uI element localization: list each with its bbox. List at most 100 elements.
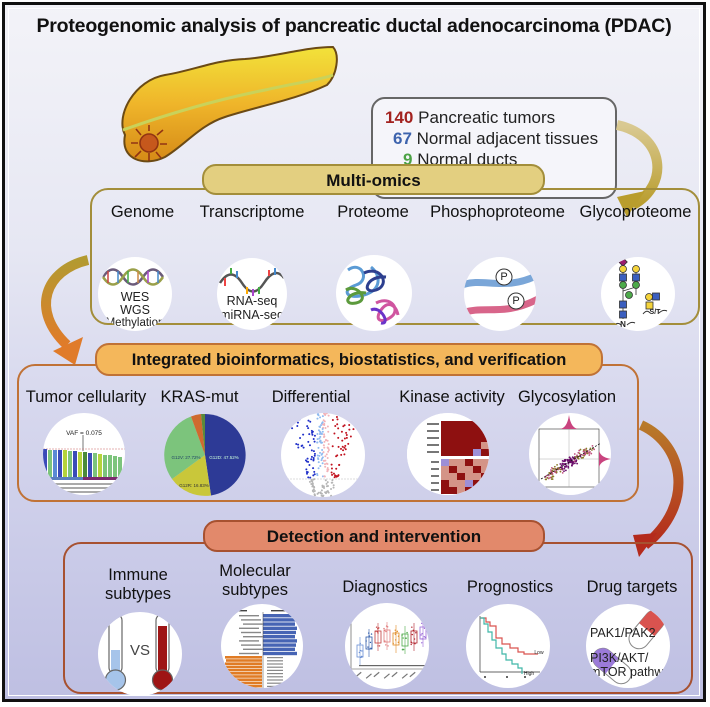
detection-item-molecular-subtypes: Molecular subtypes	[205, 562, 305, 600]
nat-count: 67	[393, 129, 412, 148]
heatmap-cell	[457, 466, 465, 473]
volcano-point	[321, 475, 324, 478]
heatmap-cell	[457, 428, 465, 435]
scatter-point	[584, 452, 587, 455]
omics-label: Transcriptome	[199, 203, 305, 221]
volcano-point	[337, 445, 340, 448]
volcano-point	[319, 435, 322, 438]
thermometers-icon: VS	[98, 612, 182, 696]
heatmap-cell	[441, 459, 449, 466]
boxplot-point	[383, 627, 385, 630]
volcano-point	[316, 441, 319, 444]
heatmap-cell	[441, 435, 449, 442]
volcano-point	[310, 482, 313, 485]
volcano-point	[312, 467, 315, 470]
volcano-point	[326, 470, 329, 473]
volcano-point	[338, 463, 341, 466]
heatmap-cell	[473, 473, 481, 480]
heatmap-cell	[449, 473, 457, 480]
survival-curve-icon: Low High	[466, 604, 550, 688]
heatmap-cell	[473, 435, 481, 442]
heatmap-cell	[457, 449, 465, 456]
heatmap-cell	[457, 480, 465, 487]
volcano-point	[326, 481, 329, 484]
boxplot-point	[375, 630, 377, 632]
heatmap-cell	[473, 442, 481, 449]
volcano-point	[309, 476, 312, 479]
heatmap-cell	[465, 435, 473, 442]
scatter-point	[549, 476, 552, 479]
pie-label-g12r: G12R: 16.83%	[179, 483, 209, 488]
detection-item-drug-targets: Drug targets	[577, 578, 687, 597]
boxplot-point	[402, 637, 404, 639]
volcano-point	[313, 452, 316, 455]
transcriptome-detail-mirnaseq: miRNA-seq	[220, 308, 284, 322]
boxplot-point	[392, 642, 394, 645]
bar-label-down	[267, 660, 283, 662]
volcano-point	[313, 454, 316, 457]
drug-target-pi3k: PI3K/AKT/	[590, 651, 649, 665]
volcano-point	[296, 421, 299, 424]
glycan-icon: N S/T	[601, 257, 675, 331]
scatter-point	[554, 471, 557, 473]
tumor-icon	[131, 125, 167, 161]
bar-up	[263, 618, 296, 622]
boxplot-point	[405, 637, 407, 639]
volcano-point	[320, 432, 323, 435]
volcano-point	[310, 479, 313, 482]
boxplot-point	[423, 627, 426, 629]
volcano-point	[323, 487, 326, 490]
volcano-point	[313, 440, 316, 443]
volcano-point	[319, 416, 322, 419]
scatter-point	[575, 459, 578, 462]
volcano-point	[344, 448, 347, 451]
duct-count: 9	[403, 150, 413, 169]
heatmap-cell	[441, 442, 449, 449]
volcano-point	[330, 494, 333, 497]
scatter-point	[583, 454, 585, 457]
volcano-point	[324, 438, 327, 441]
tumor-count: 140	[385, 108, 414, 127]
volcano-point	[322, 444, 325, 447]
heatmap-cell	[465, 459, 473, 466]
boxplot-point	[369, 641, 372, 644]
bar-down	[225, 656, 262, 659]
volcano-point	[318, 437, 321, 440]
volcano-point	[331, 481, 334, 484]
volcano-point	[322, 459, 325, 462]
volcano-point	[332, 486, 335, 489]
capsule-purple	[592, 647, 632, 685]
omics-item-phosphoproteome: Phosphoproteome	[430, 203, 565, 222]
volcano-point	[348, 428, 351, 431]
bar-label-up	[241, 631, 261, 634]
heatmap-cell	[457, 459, 465, 466]
volcano-point	[298, 418, 301, 421]
volcano-point	[350, 421, 353, 424]
bar-title-right	[271, 610, 295, 612]
volcano-point	[313, 470, 316, 473]
volcano-point	[320, 459, 323, 462]
volcano-point	[321, 421, 324, 424]
volcano-point	[306, 471, 309, 474]
volcano-point	[326, 467, 329, 470]
volcano-point	[319, 491, 322, 494]
kras-pie-chart-icon: G12D: 47.52% G12V: 27.72% G12R: 16.83%	[164, 413, 246, 497]
volcano-point	[319, 451, 322, 454]
volcano-point	[330, 467, 333, 470]
scatter-point	[554, 468, 557, 471]
bar-down	[225, 668, 262, 672]
scatter-point	[580, 456, 583, 459]
boxplot-box	[419, 626, 427, 640]
volcano-point	[342, 449, 345, 452]
scatter-point	[574, 456, 577, 459]
volcano-point	[326, 457, 329, 460]
scatter-point	[578, 449, 581, 452]
heatmap-row-label	[427, 430, 439, 432]
volcano-point	[310, 455, 313, 458]
bar-up	[263, 643, 296, 647]
scatter-point	[582, 450, 585, 453]
boxplot-point	[378, 645, 381, 647]
scatter-point	[550, 476, 553, 479]
scatter-point	[567, 466, 570, 469]
boxplot-point	[367, 646, 369, 648]
